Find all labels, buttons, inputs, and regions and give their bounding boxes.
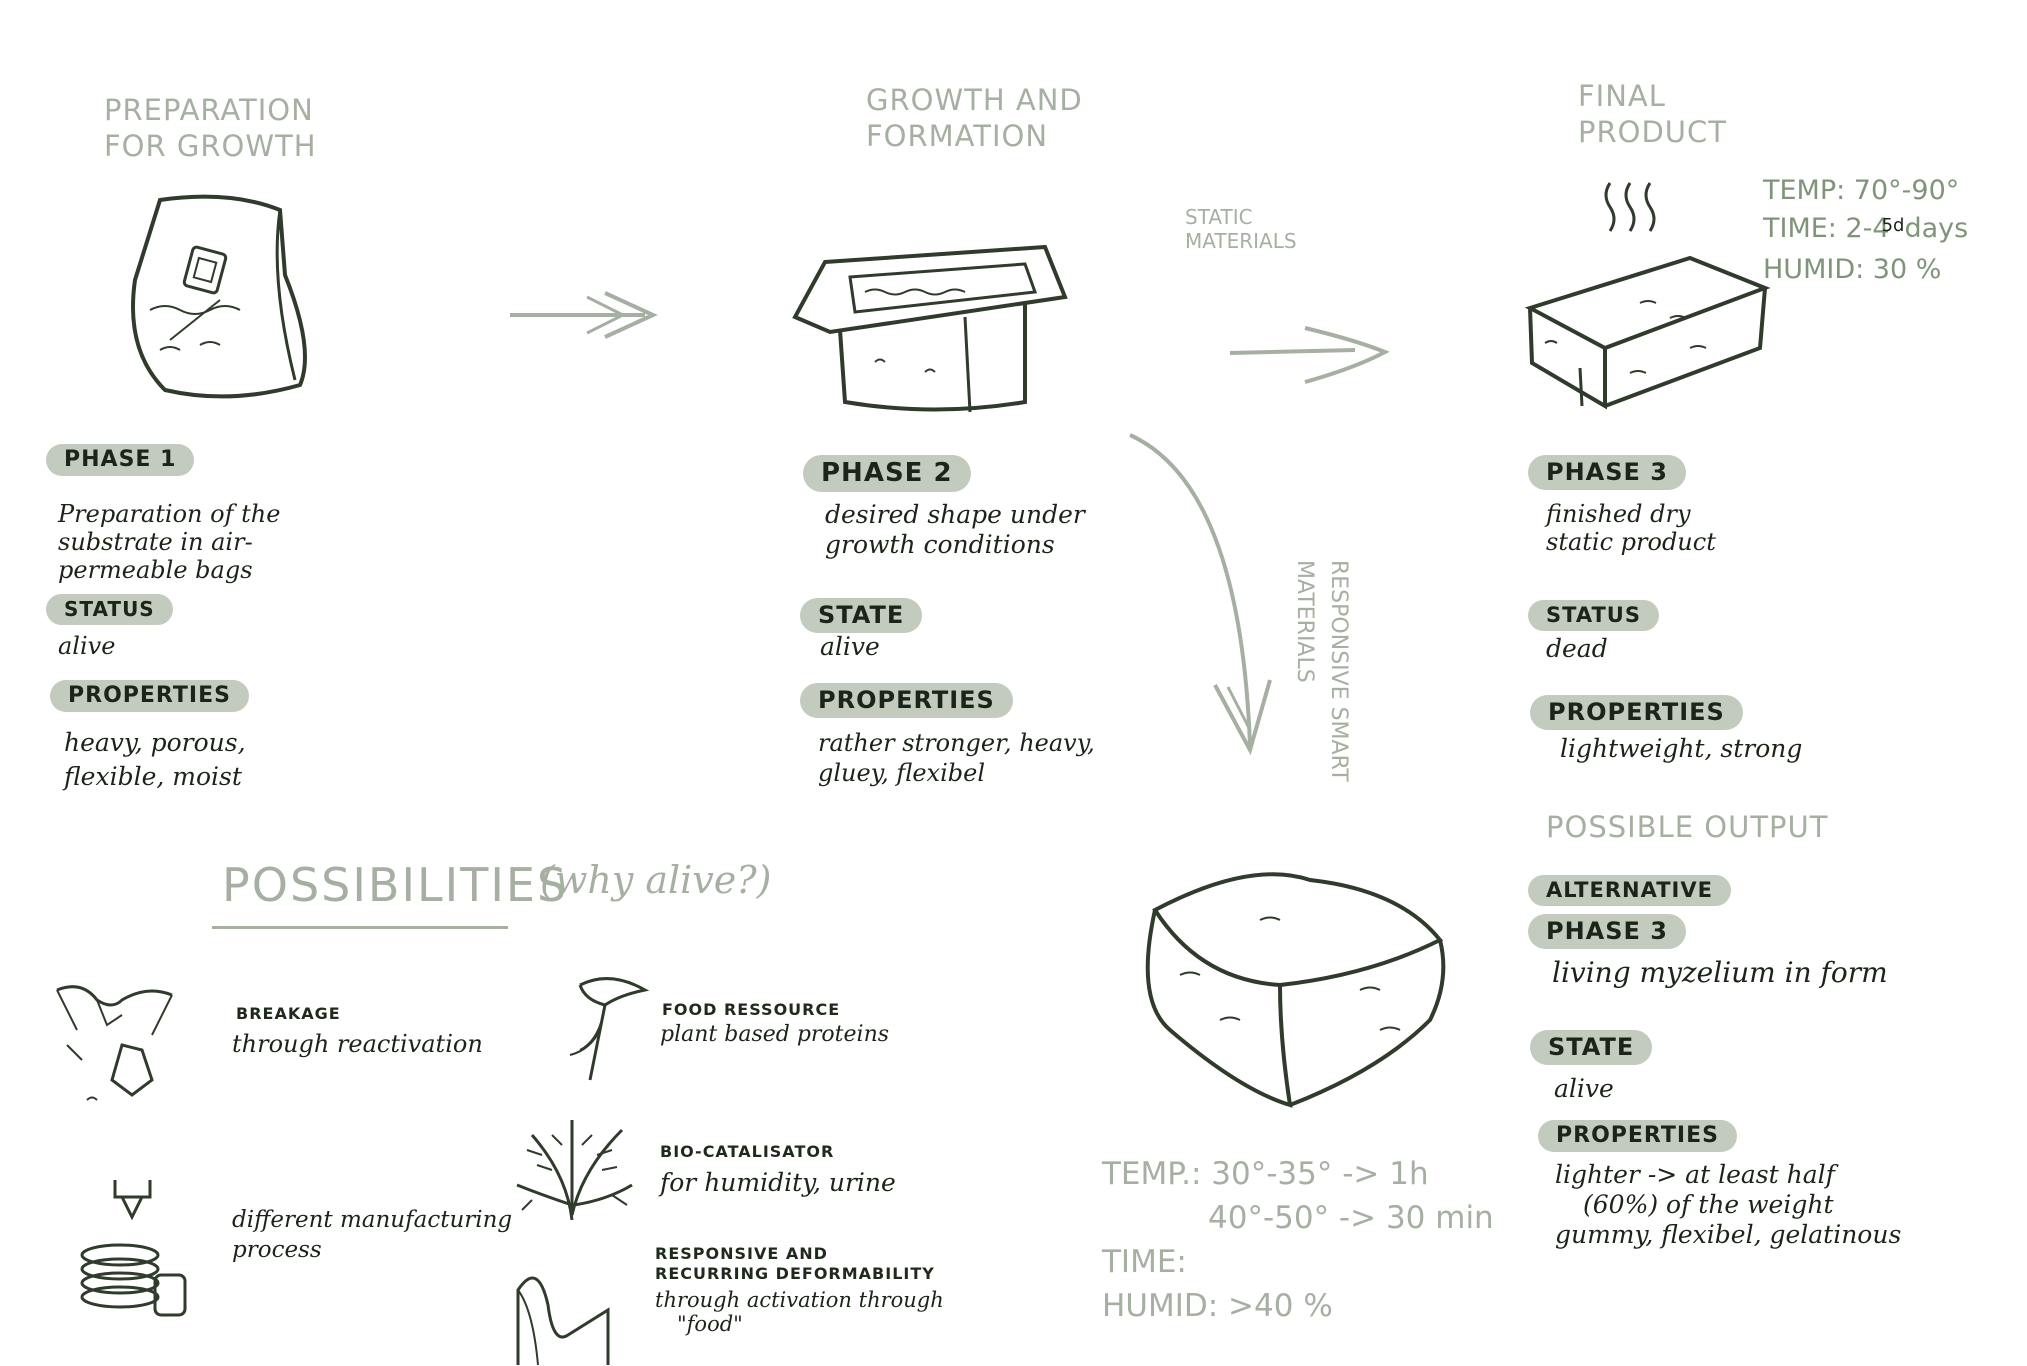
alt-prop-line1: lighter -> at least half [1555,1160,1901,1190]
phase2-desc-line1: desired shape under [825,500,1085,530]
phase3-status: dead [1546,634,1608,663]
steam-icon [1600,178,1670,238]
responsive-line1: RESPONSIVE SMART [1321,560,1355,782]
phase1-properties: heavy, porous, flexible, moist [64,726,246,794]
phase3-description: finished dry static product [1546,500,1716,556]
possibilities-subtitle: (why alive?) [540,858,772,902]
responsive-title-line2: RECURRING DEFORMABILITY [655,1264,935,1284]
responsive-text-line1: through activation through [655,1288,944,1312]
alt-phase3-badge: PHASE 3 [1528,914,1686,949]
curved-arrow-down-icon [1120,425,1280,765]
phase1-status: alive [58,632,115,660]
alt-prop-line2: (60%) of the weight [1555,1190,1901,1220]
phase2-state-label: STATE [800,598,922,633]
dry-block-icon [1520,248,1780,418]
phase3-desc-line2: static product [1546,528,1716,556]
phase3-properties: lightweight, strong [1560,734,1802,763]
phase1-desc-line2: substrate in air- [58,528,280,556]
header-preparation-line1: PREPARATION [104,92,317,128]
phase3-status-label: STATUS [1528,600,1659,631]
bio-text: for humidity, urine [660,1168,896,1197]
alt-properties: lighter -> at least half (60%) of the we… [1555,1160,1901,1250]
responsive-line2: MATERIALS [1287,560,1321,782]
phase2-desc-line2: growth conditions [825,530,1085,560]
bag-icon [110,180,320,410]
responsive-text: through activation through "food" [655,1288,944,1336]
phase1-prop-line2: flexible, moist [64,760,246,794]
header-growth-line1: GROWTH AND [866,82,1083,118]
possibilities-title: POSSIBILITIES [222,858,568,912]
header-preparation: PREPARATION FOR GROWTH [104,92,317,164]
phase1-properties-label: PROPERTIES [50,680,249,712]
alt-state: alive [1554,1074,1614,1103]
responsive-title: RESPONSIVE AND RECURRING DEFORMABILITY [655,1244,935,1284]
breakage-title: BREAKAGE [236,1004,341,1023]
bio-title: BIO-CATALISATOR [660,1142,834,1161]
curved-sheet-icon [508,1265,618,1365]
living-block-icon [1130,860,1460,1120]
resp-temp2: 40°-50° -> 30 min [1102,1196,1494,1240]
static-line1: STATIC [1185,205,1297,229]
phase1-desc-line3: permeable bags [58,556,280,584]
responsive-conditions: TEMP.: 30°-35° -> 1h 40°-50° -> 30 min T… [1102,1152,1494,1328]
final-humid: HUMID: 30 % [1763,251,1968,289]
phase2-description: desired shape under growth conditions [825,500,1085,560]
header-final: FINAL PRODUCT [1578,78,1727,150]
phase2-prop-line2: gluey, flexibel [818,758,1095,788]
phase1-description: Preparation of the substrate in air- per… [58,500,280,584]
header-final-line2: PRODUCT [1578,114,1727,150]
possible-output-title: POSSIBLE OUTPUT [1546,810,1828,844]
alt-state-label: STATE [1530,1030,1652,1065]
final-time-overwrite: 5d [1882,215,1905,236]
header-growth-line2: FORMATION [866,118,1083,154]
phase3-desc-line1: finished dry [1546,500,1716,528]
responsive-text-line2: "food" [655,1312,944,1336]
3d-printer-icon [70,1175,190,1325]
manufacturing-line2: process [232,1235,512,1265]
resp-time: TIME: [1102,1240,1494,1284]
alternative-label: ALTERNATIVE [1528,875,1731,906]
phase2-properties: rather stronger, heavy, gluey, flexibel [818,728,1095,788]
phase1-prop-line1: heavy, porous, [64,726,246,760]
phase1-status-label: STATUS [46,594,173,625]
alt-properties-label: PROPERTIES [1538,1120,1737,1152]
phase2-badge: PHASE 2 [803,455,971,492]
alt-prop-line3: gummy, flexibel, gelatinous [1555,1220,1901,1250]
arrow-right-2-icon [1225,320,1395,390]
possibilities-underline [212,926,508,929]
phase2-state: alive [820,632,880,661]
food-text: plant based proteins [660,1022,889,1047]
alt-description: living myzelium in form [1552,956,1888,989]
mold-icon [785,222,1075,432]
final-time: TIME: 2-45ddays [1763,210,1968,251]
phase1-badge: PHASE 1 [46,444,194,476]
food-title: FOOD RESSOURCE [662,1000,840,1019]
responsive-title-line1: RESPONSIVE AND [655,1244,935,1264]
breakage-icon [52,975,177,1115]
manufacturing-text: different manufacturing process [232,1205,512,1265]
mushroom-icon [560,970,650,1090]
phase2-properties-label: PROPERTIES [800,683,1013,718]
final-conditions: TEMP: 70°-90° TIME: 2-45ddays HUMID: 30 … [1763,172,1968,289]
arrow-right-1-icon [505,285,665,345]
manufacturing-line1: different manufacturing [232,1205,512,1235]
header-growth: GROWTH AND FORMATION [866,82,1083,154]
responsive-materials-label: RESPONSIVE SMART MATERIALS [1287,560,1355,782]
static-line2: MATERIALS [1185,229,1297,253]
header-preparation-line2: FOR GROWTH [104,128,317,164]
final-temp: TEMP: 70°-90° [1763,172,1968,210]
phase3-properties-label: PROPERTIES [1530,695,1743,730]
resp-temp1: TEMP.: 30°-35° -> 1h [1102,1152,1494,1196]
phase1-desc-line1: Preparation of the [58,500,280,528]
static-materials-label: STATIC MATERIALS [1185,205,1297,253]
breakage-text: through reactivation [232,1030,483,1058]
phase2-prop-line1: rather stronger, heavy, [818,728,1095,758]
header-final-line1: FINAL [1578,78,1727,114]
final-time-suffix: days [1904,213,1968,244]
coral-icon [512,1115,637,1225]
phase3-badge: PHASE 3 [1528,455,1686,490]
resp-humid: HUMID: >40 % [1102,1284,1494,1328]
final-time-prefix: TIME: 2-4 [1763,213,1890,244]
